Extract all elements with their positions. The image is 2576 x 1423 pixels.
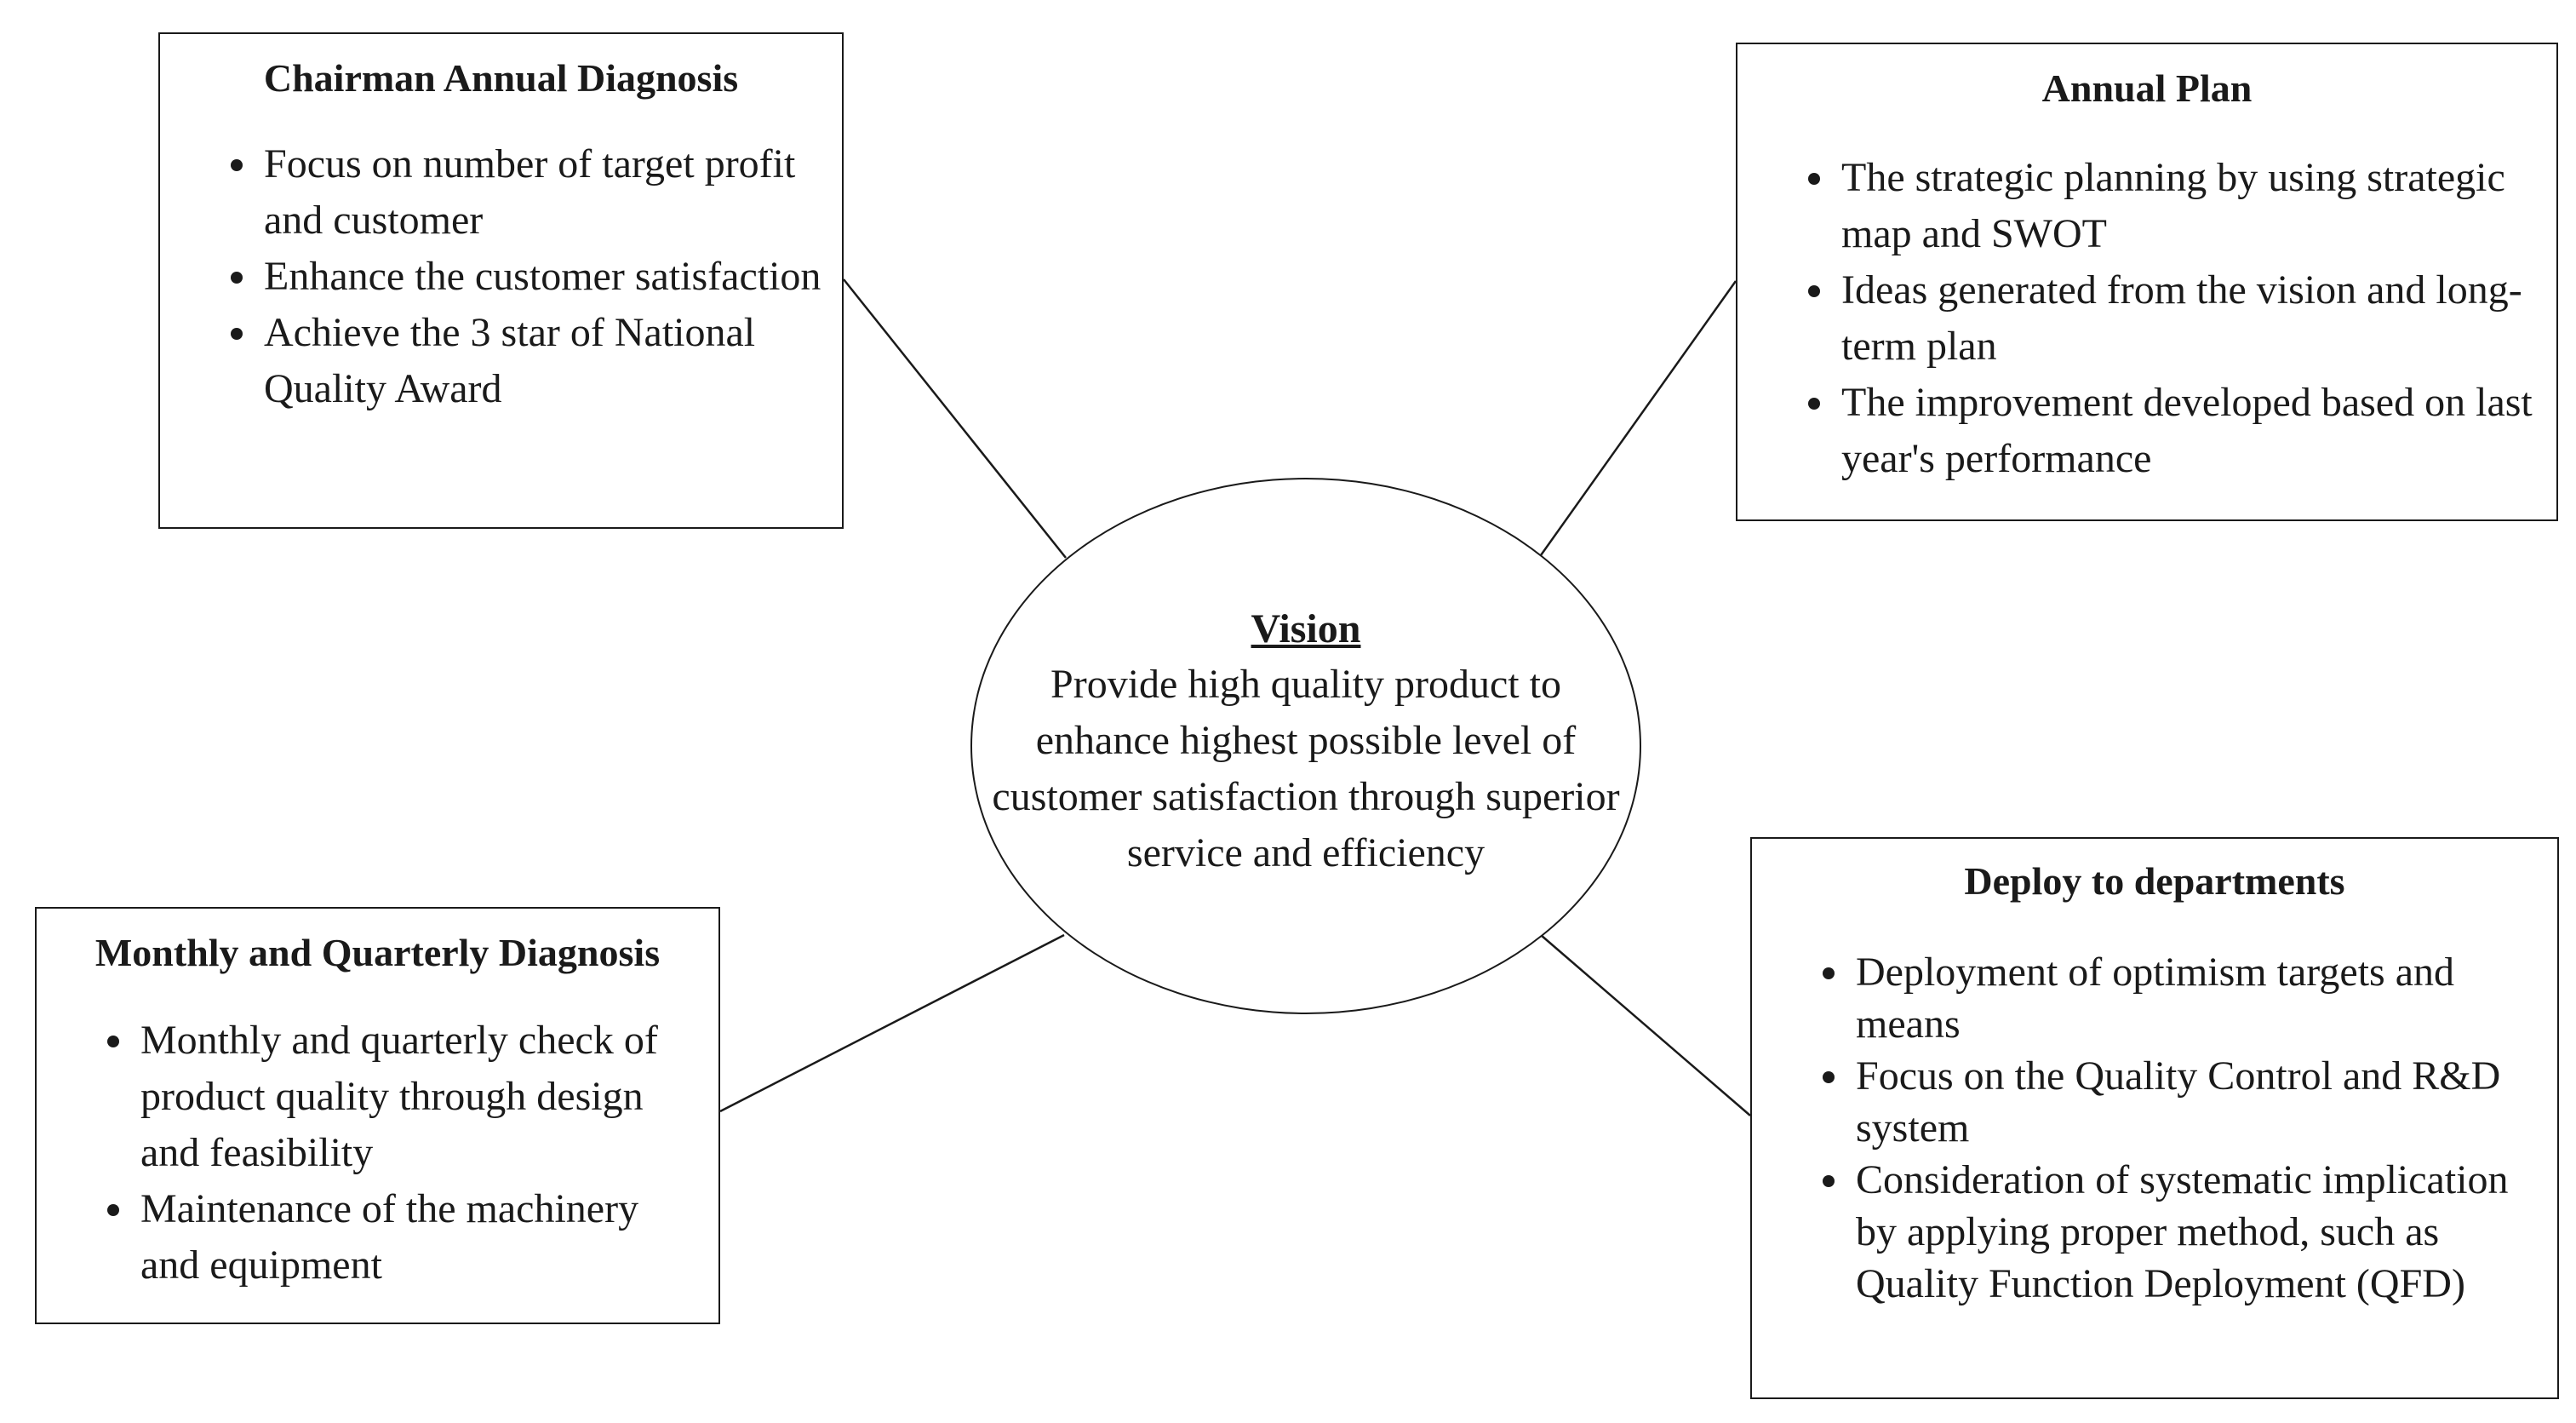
vision-ellipse: Vision Provide high quality product to e… — [970, 478, 1641, 1014]
connector-monthly — [719, 933, 1065, 1113]
chairman-diagnosis-box: Chairman Annual Diagnosis Focus on numbe… — [158, 32, 844, 529]
list-item: The strategic planning by using strategi… — [1838, 150, 2539, 262]
list-item: Monthly and quarterly check of product q… — [137, 1013, 707, 1181]
list-item: Focus on the Quality Control and R&D sys… — [1852, 1050, 2540, 1154]
list-item: Consideration of systematic implication … — [1852, 1154, 2540, 1310]
list-item: Deployment of optimism targets and means — [1852, 946, 2540, 1050]
connector-deploy — [1540, 934, 1751, 1116]
monthly-quarterly-diagnosis-box: Monthly and Quarterly Diagnosis Monthly … — [35, 907, 720, 1324]
deploy-to-departments-title: Deploy to departments — [1964, 859, 2345, 903]
monthly-quarterly-diagnosis-list: Monthly and quarterly check of product q… — [37, 1013, 718, 1294]
chairman-diagnosis-list: Focus on number of target profit and cus… — [160, 136, 842, 417]
list-item: Ideas generated from the vision and long… — [1838, 262, 2539, 375]
vision-title: Vision — [1251, 606, 1361, 651]
connector-chairman — [843, 278, 1067, 559]
list-item: Achieve the 3 star of National Quality A… — [260, 305, 825, 417]
monthly-quarterly-diagnosis-title: Monthly and Quarterly Diagnosis — [94, 931, 661, 974]
list-item: Maintenance of the machinery and equipme… — [137, 1181, 707, 1294]
list-item: The improvement developed based on last … — [1838, 375, 2539, 487]
connector-annual-plan — [1539, 280, 1737, 556]
chairman-diagnosis-title: Chairman Annual Diagnosis — [263, 56, 739, 100]
list-item: Focus on number of target profit and cus… — [260, 136, 825, 249]
list-item: Enhance the customer satisfaction — [260, 249, 825, 305]
annual-plan-title: Annual Plan — [2041, 66, 2253, 110]
vision-statement: Provide high quality product to enhance … — [992, 662, 1620, 875]
annual-plan-box: Annual Plan The strategic planning by us… — [1736, 43, 2558, 521]
deploy-to-departments-box: Deploy to departments Deployment of opti… — [1750, 837, 2559, 1399]
annual-plan-list: The strategic planning by using strategi… — [1737, 150, 2556, 487]
deploy-to-departments-list: Deployment of optimism targets and means… — [1752, 946, 2557, 1310]
